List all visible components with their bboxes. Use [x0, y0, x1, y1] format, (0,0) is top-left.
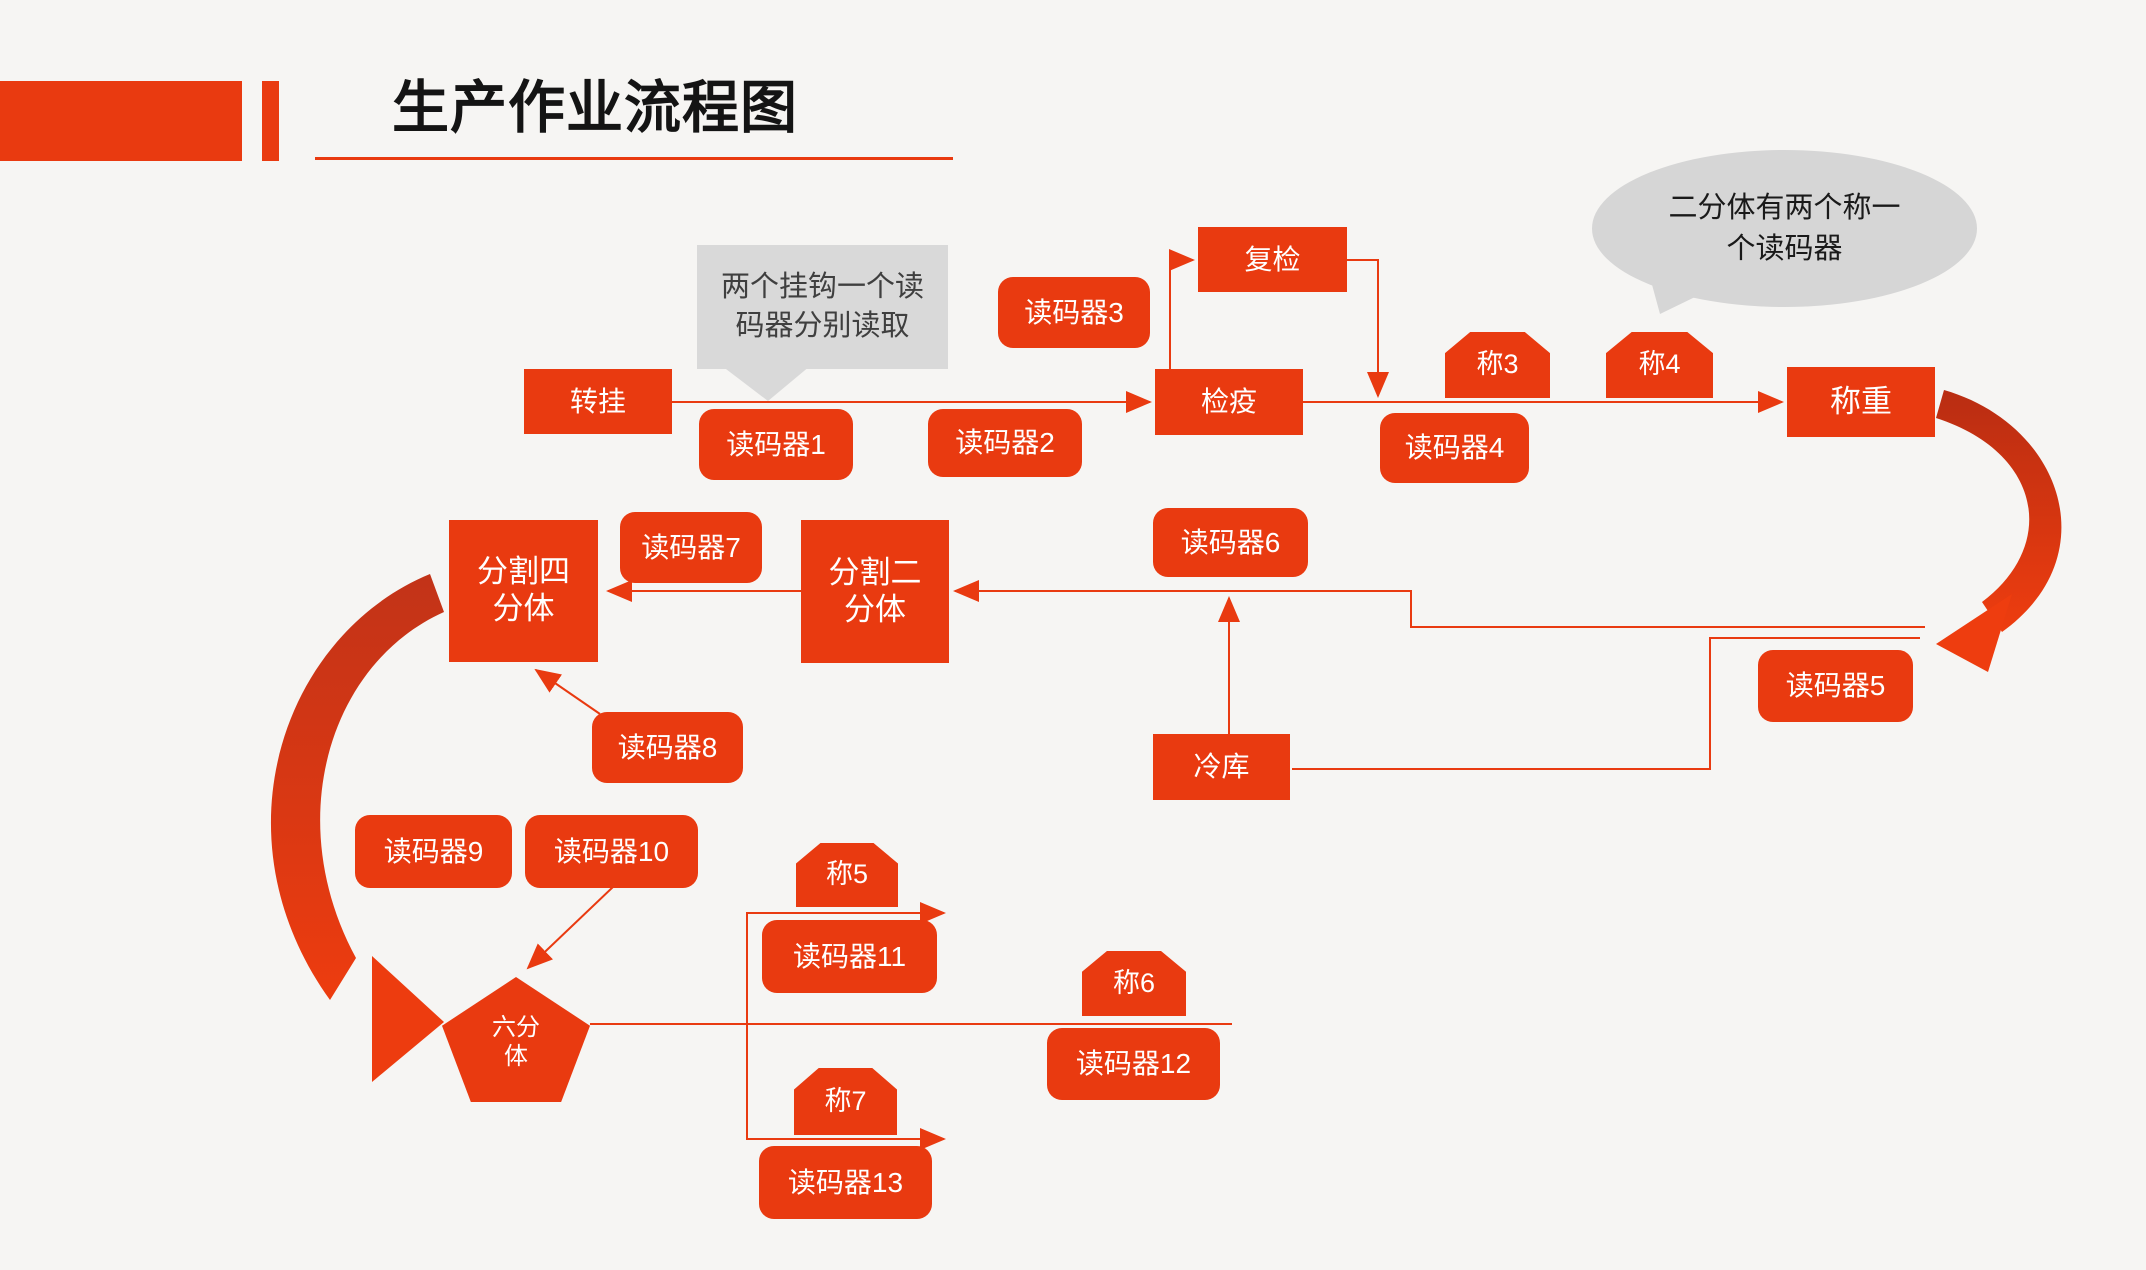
node-fenge-sifenti: 分割四 分体 — [449, 520, 598, 662]
node-reader4: 读码器4 — [1380, 413, 1529, 483]
node-reader8: 读码器8 — [592, 712, 743, 783]
curved-arrow-left — [270, 574, 444, 1000]
line-to-lengku — [1292, 637, 1920, 770]
node-reader7: 读码器7 — [620, 512, 762, 583]
node-fujian: 复检 — [1198, 227, 1347, 292]
arrow-branch-scale5 — [746, 902, 946, 1024]
arrow-jianyi-fujian — [1169, 249, 1195, 369]
node-reader12: 读码器12 — [1047, 1028, 1220, 1100]
node-reader9: 读码器9 — [355, 815, 512, 888]
header-accent-bar — [262, 81, 279, 161]
arrow-reader10-liufenti — [526, 885, 615, 970]
node-reader6: 读码器6 — [1153, 508, 1308, 577]
callout-tail — [722, 366, 810, 401]
node-lengku: 冷库 — [1153, 734, 1290, 800]
node-jianyi: 检疫 — [1155, 369, 1303, 435]
node-scale7: 称7 — [794, 1068, 897, 1135]
bisection-speech-bubble: 二分体有两个称一 个读码器 — [1592, 150, 1977, 307]
arrow-branch-scale7 — [746, 1024, 946, 1150]
node-reader5: 读码器5 — [1758, 650, 1913, 722]
node-reader1: 读码器1 — [699, 409, 853, 480]
title-underline — [315, 157, 953, 160]
node-reader10: 读码器10 — [525, 815, 698, 888]
arrow-fujian-mainline — [1347, 259, 1389, 398]
node-reader2: 读码器2 — [928, 409, 1082, 477]
node-chengzhong: 称重 — [1787, 367, 1935, 437]
node-scale6: 称6 — [1082, 951, 1186, 1016]
node-reader11: 读码器11 — [762, 920, 937, 993]
node-zhuangua: 转挂 — [524, 369, 672, 434]
header-accent-block — [0, 81, 242, 161]
arrow-reader8-sifenti — [534, 668, 601, 715]
curved-arrow-right-head — [1936, 594, 2012, 672]
node-scale5: 称5 — [796, 843, 898, 907]
node-fenge-erfenti: 分割二 分体 — [801, 520, 949, 663]
hook-callout: 两个挂钩一个读 码器分别读取 — [697, 245, 948, 369]
curved-arrow-left-head — [372, 956, 444, 1082]
curved-arrow-right — [1936, 390, 2062, 632]
arrow-to-fenge-erfenti — [953, 580, 1925, 628]
node-reader13: 读码器13 — [759, 1146, 932, 1219]
node-scale4: 称4 — [1606, 332, 1713, 398]
node-reader3: 读码器3 — [998, 277, 1150, 348]
page-title: 生产作业流程图 — [392, 76, 798, 140]
node-scale3: 称3 — [1445, 332, 1550, 398]
